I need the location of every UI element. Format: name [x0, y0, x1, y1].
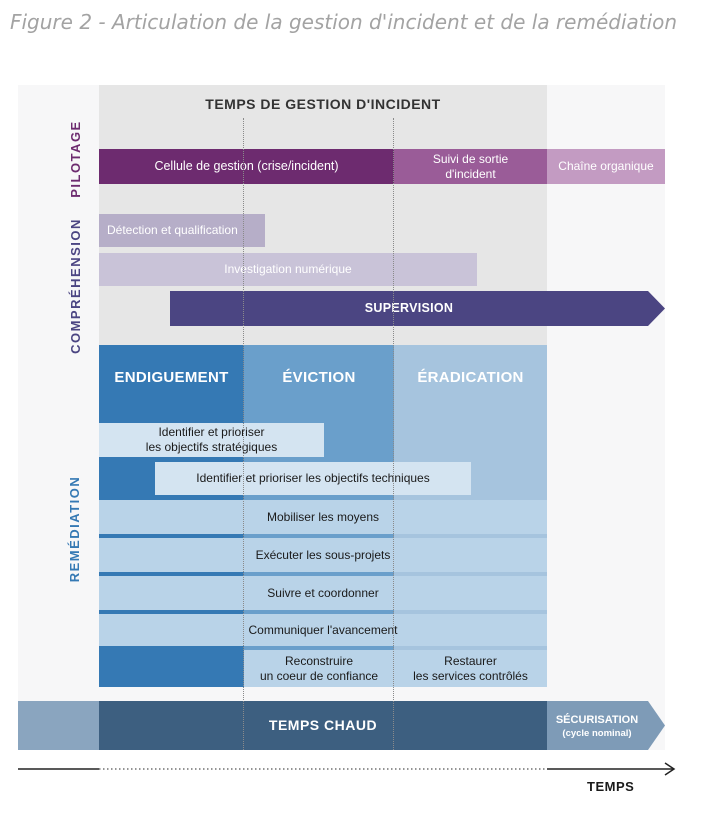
- time-axis-label: TEMPS: [587, 779, 635, 794]
- chaine-organique-label: Chaîne organique: [558, 159, 654, 173]
- stripe-endiguement-1: [99, 534, 244, 538]
- reconstruire-bar: Reconstruire un coeur de confiance: [244, 650, 394, 687]
- phase-separator-1: [243, 118, 244, 750]
- securisation-label-group: SÉCURISATION (cycle nominal): [547, 708, 647, 744]
- reconstruire-line1: Reconstruire: [284, 653, 354, 668]
- investigation-label: Investigation numérique: [224, 262, 352, 276]
- restaurer-bar: Restaurer les services contrôlés: [394, 650, 547, 687]
- executer-sous-projets-label: Exécuter les sous-projets: [255, 548, 391, 562]
- eradication-label: ÉRADICATION: [417, 368, 524, 386]
- stripe-eradication-3: [394, 610, 547, 614]
- suivi-sortie-line1: Suivi de sortie: [432, 151, 509, 166]
- reconstruire-line2: un coeur de confiance: [259, 668, 379, 683]
- figure-title: Figure 2 - Articulation de la gestion d'…: [10, 10, 678, 34]
- pilotage-label: PILOTAGE: [67, 120, 83, 198]
- stripe-eradication-1: [394, 534, 547, 538]
- securisation-label: SÉCURISATION: [555, 713, 639, 726]
- communiquer-avancement-row: Communiquer l'avancement: [99, 615, 547, 646]
- objectifs-strategiques-bar: Identifier et prioriser les objectifs st…: [99, 423, 324, 457]
- suivre-coordonner-label: Suivre et coordonner: [267, 586, 379, 600]
- suivi-sortie-bar: Suivi de sortie d'incident: [394, 149, 547, 184]
- endiguement-bottom-block: [99, 650, 244, 687]
- objectifs-strategiques-line1: Identifier et prioriser: [158, 425, 265, 439]
- restaurer-line2: les services contrôlés: [413, 668, 528, 683]
- executer-sous-projets-row: Exécuter les sous-projets: [99, 539, 547, 572]
- pre-incident-block: [18, 701, 99, 750]
- stripe-endiguement-4: [99, 646, 244, 650]
- stripe-eviction-1: [244, 534, 394, 538]
- detection-bar: Détection et qualification: [99, 214, 265, 247]
- detection-label: Détection et qualification: [107, 223, 238, 237]
- eviction-label: ÉVICTION: [282, 368, 356, 386]
- communiquer-avancement-label: Communiquer l'avancement: [248, 623, 398, 637]
- endiguement-label: ENDIGUEMENT: [114, 368, 229, 386]
- comprehension-label: COMPRÉHENSION: [67, 218, 83, 354]
- objectifs-strategiques-line2: les objectifs stratégiques: [145, 440, 278, 454]
- chaine-organique-bar: Chaîne organique: [547, 149, 665, 184]
- stripe-endiguement-2: [99, 572, 244, 576]
- phase-separator-2: [393, 118, 394, 750]
- stripe-eviction-4: [244, 646, 394, 650]
- cellule-gestion-label: Cellule de gestion (crise/incident): [154, 159, 339, 173]
- suivre-coordonner-row: Suivre et coordonner: [99, 577, 547, 610]
- stripe-eviction-3: [244, 610, 394, 614]
- restaurer-line1: Restaurer: [444, 653, 497, 668]
- cellule-gestion-bar: Cellule de gestion (crise/incident): [99, 149, 394, 184]
- temps-chaud-bar: TEMPS CHAUD: [99, 701, 547, 750]
- investigation-bar: Investigation numérique: [99, 253, 477, 286]
- stripe-eviction-2: [244, 572, 394, 576]
- cycle-nominal-label: (cycle nominal): [562, 727, 632, 739]
- mobiliser-moyens-row: Mobiliser les moyens: [99, 501, 547, 534]
- objectifs-techniques-bar: Identifier et prioriser les objectifs te…: [155, 462, 471, 495]
- stripe-eradication-4: [394, 646, 547, 650]
- remediation-label: REMÉDIATION: [66, 475, 82, 583]
- stripe-endiguement-3: [99, 610, 244, 614]
- stripe-eradication-2: [394, 572, 547, 576]
- supervision-label: SUPERVISION: [364, 301, 454, 315]
- mobiliser-moyens-label: Mobiliser les moyens: [266, 510, 380, 524]
- incident-time-header: TEMPS DE GESTION D'INCIDENT: [205, 96, 441, 112]
- suivi-sortie-line2: d'incident: [445, 166, 496, 181]
- temps-chaud-label: TEMPS CHAUD: [268, 717, 378, 733]
- objectifs-techniques-label: Identifier et prioriser les objectifs te…: [196, 471, 430, 485]
